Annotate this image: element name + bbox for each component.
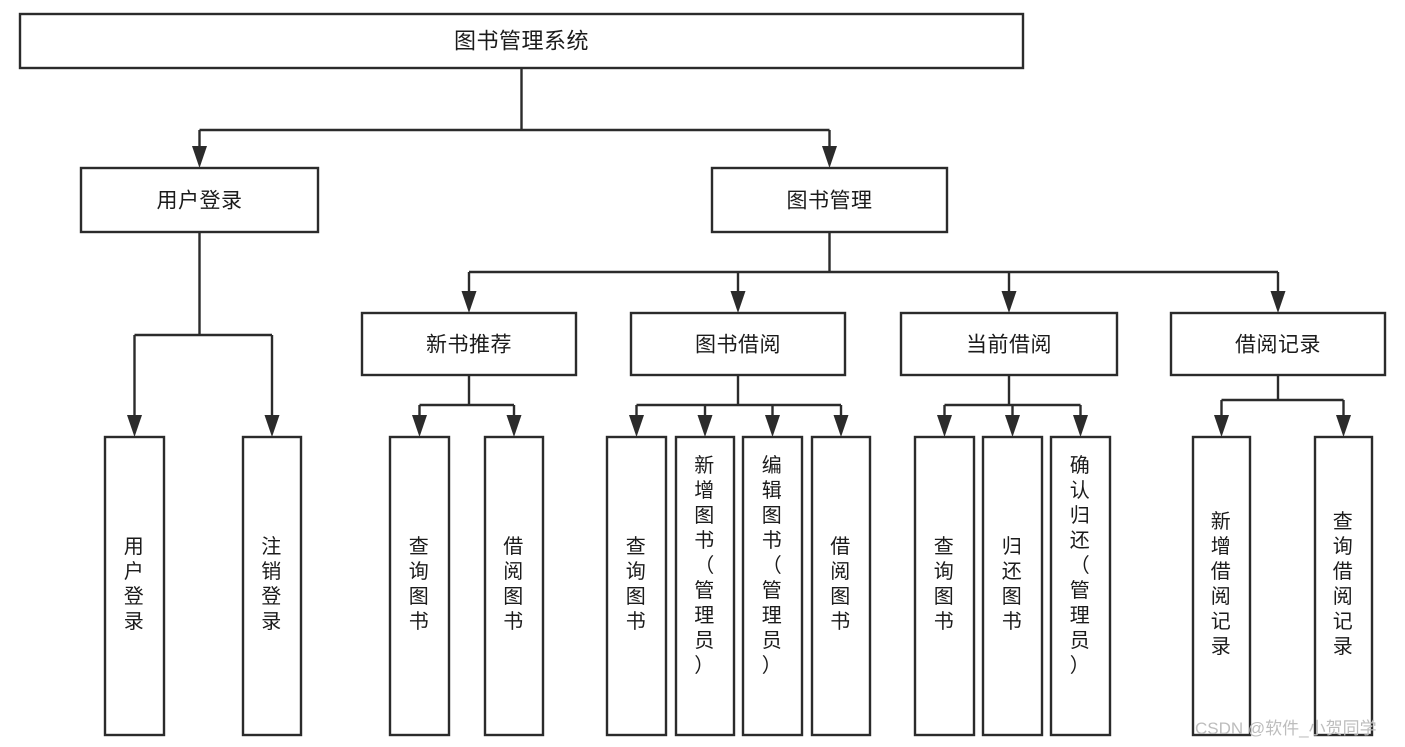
arrow-head-borrow-record: [1270, 291, 1286, 313]
node-box-leaf-user-logout[interactable]: [241, 435, 303, 737]
node-box-leaf-borrow-book[interactable]: [810, 435, 872, 737]
connector-group-root: [192, 68, 837, 168]
node-box-leaf-add-book-admin[interactable]: [674, 435, 736, 737]
arrow-head-leaf-query-book-current: [937, 415, 952, 437]
node-label-root: 图书管理系统: [454, 29, 589, 54]
node-box-leaf-query-book-current[interactable]: [913, 435, 976, 737]
node-leaf-borrow-book-rec[interactable]: 借阅图书: [483, 435, 545, 737]
arrow-head-leaf-query-borrow-record: [1336, 415, 1351, 437]
arrow-head-leaf-add-book-admin: [697, 415, 713, 437]
node-leaf-user-logout[interactable]: 注销登录: [241, 435, 303, 737]
node-label-current-borrow: 当前借阅: [966, 334, 1052, 357]
node-label-leaf-return-book: 归还图书: [1002, 535, 1024, 633]
node-leaf-user-login[interactable]: 用户登录: [103, 435, 166, 737]
arrow-head-leaf-edit-book-admin: [765, 415, 780, 437]
arrow-head-leaf-confirm-return-admin: [1073, 415, 1088, 437]
arrow-head-new-book-recommend: [461, 291, 477, 313]
arrow-head-leaf-borrow-book-rec: [506, 415, 522, 437]
node-leaf-confirm-return-admin[interactable]: 确认归还（管理员）: [1049, 435, 1112, 737]
arrow-head-leaf-user-logout: [264, 415, 280, 437]
connector-group-borrow-record: [1214, 375, 1351, 437]
node-label-leaf-user-login: 用户登录: [124, 536, 146, 633]
arrow-head-user-login: [192, 146, 207, 168]
arrow-head-current-borrow: [1001, 291, 1017, 313]
node-box-book-manage[interactable]: [710, 166, 949, 234]
node-label-leaf-query-book-current: 查询图书: [934, 535, 956, 633]
node-label-leaf-borrow-book-rec: 借阅图书: [503, 535, 525, 633]
connector-layer: [127, 68, 1351, 437]
node-book-borrow[interactable]: 图书借阅: [629, 311, 847, 377]
node-layer: 图书管理系统用户登录图书管理新书推荐图书借阅当前借阅借阅记录用户登录注销登录查询…: [18, 12, 1387, 737]
node-book-manage[interactable]: 图书管理: [710, 166, 949, 234]
node-label-leaf-edit-book-admin: 编辑图书（管理员）: [762, 454, 784, 677]
node-label-leaf-add-borrow-record: 新增借阅记录: [1211, 510, 1233, 658]
connector-group-book-borrow: [629, 375, 849, 437]
node-label-leaf-borrow-book: 借阅图书: [830, 535, 852, 633]
node-label-leaf-query-book-rec: 查询图书: [409, 535, 431, 633]
node-leaf-add-book-admin[interactable]: 新增图书（管理员）: [674, 435, 736, 737]
node-new-book-recommend[interactable]: 新书推荐: [360, 311, 578, 377]
node-box-leaf-edit-book-admin[interactable]: [741, 435, 804, 737]
node-label-user-login: 用户登录: [157, 190, 243, 213]
arrow-head-leaf-query-book-borrow: [629, 415, 644, 437]
arrow-head-leaf-query-book-rec: [412, 415, 427, 437]
node-leaf-query-book-rec[interactable]: 查询图书: [388, 435, 451, 737]
node-label-leaf-add-book-admin: 新增图书（管理员）: [694, 454, 716, 677]
node-box-leaf-return-book[interactable]: [981, 435, 1044, 737]
node-current-borrow[interactable]: 当前借阅: [899, 311, 1119, 377]
connector-group-book-manage: [461, 232, 1286, 313]
node-leaf-add-borrow-record[interactable]: 新增借阅记录: [1191, 435, 1252, 737]
arrow-head-book-borrow: [730, 291, 746, 313]
node-label-book-borrow: 图书借阅: [695, 334, 781, 357]
node-label-leaf-query-borrow-record: 查询借阅记录: [1333, 510, 1355, 658]
node-box-leaf-query-borrow-record[interactable]: [1313, 435, 1374, 737]
node-leaf-query-book-current[interactable]: 查询图书: [913, 435, 976, 737]
node-box-leaf-user-login[interactable]: [103, 435, 166, 737]
node-label-leaf-query-book-borrow: 查询图书: [626, 535, 648, 633]
node-box-user-login[interactable]: [79, 166, 320, 234]
arrow-head-leaf-user-login: [127, 415, 142, 437]
node-label-leaf-confirm-return-admin: 确认归还（管理员）: [1070, 454, 1092, 677]
arrow-head-book-manage: [822, 146, 837, 168]
arrow-head-leaf-return-book: [1005, 415, 1020, 437]
node-leaf-query-book-borrow[interactable]: 查询图书: [605, 435, 668, 737]
node-label-book-manage: 图书管理: [787, 190, 873, 213]
node-box-leaf-confirm-return-admin[interactable]: [1049, 435, 1112, 737]
node-box-leaf-add-borrow-record[interactable]: [1191, 435, 1252, 737]
node-root[interactable]: 图书管理系统: [18, 12, 1025, 70]
node-leaf-borrow-book[interactable]: 借阅图书: [810, 435, 872, 737]
arrow-head-leaf-add-borrow-record: [1214, 415, 1229, 437]
node-box-root[interactable]: [18, 12, 1025, 70]
node-label-borrow-record: 借阅记录: [1235, 334, 1321, 357]
csdn-watermark: CSDN @软件_小贺同学: [1195, 719, 1377, 738]
node-box-leaf-query-book-borrow[interactable]: [605, 435, 668, 737]
node-leaf-return-book[interactable]: 归还图书: [981, 435, 1044, 737]
node-box-current-borrow[interactable]: [899, 311, 1119, 377]
node-leaf-edit-book-admin[interactable]: 编辑图书（管理员）: [741, 435, 804, 737]
node-box-leaf-borrow-book-rec[interactable]: [483, 435, 545, 737]
node-box-borrow-record[interactable]: [1169, 311, 1387, 377]
node-box-leaf-query-book-rec[interactable]: [388, 435, 451, 737]
node-box-book-borrow[interactable]: [629, 311, 847, 377]
node-borrow-record[interactable]: 借阅记录: [1169, 311, 1387, 377]
node-box-new-book-recommend[interactable]: [360, 311, 578, 377]
connector-group-new-book-recommend: [412, 375, 522, 437]
node-user-login[interactable]: 用户登录: [79, 166, 320, 234]
node-leaf-query-borrow-record[interactable]: 查询借阅记录: [1313, 435, 1374, 737]
node-label-leaf-user-logout: 注销登录: [261, 535, 283, 633]
connector-group-user-login: [127, 232, 280, 437]
arrow-head-leaf-borrow-book: [833, 415, 849, 437]
connector-group-current-borrow: [937, 375, 1088, 437]
node-label-new-book-recommend: 新书推荐: [426, 334, 512, 357]
